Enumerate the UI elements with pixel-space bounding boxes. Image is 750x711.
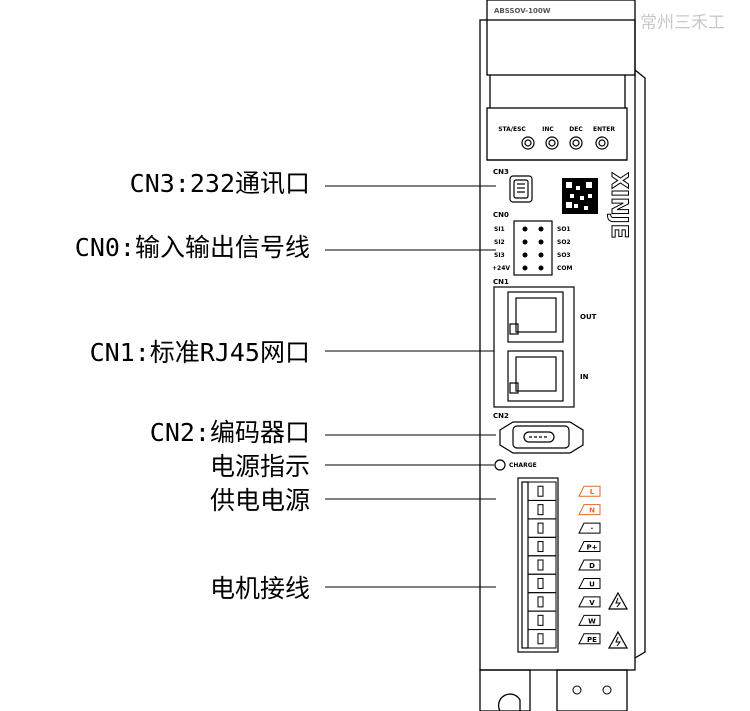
button-label-sta-esc: STA/ESC xyxy=(498,126,526,133)
cn0-pin-com: COM xyxy=(557,265,573,272)
cn0-pin-so2: SO2 xyxy=(557,239,571,246)
cn0-pin-si2: SI2 xyxy=(494,239,505,246)
button-label-dec: DEC xyxy=(569,126,583,133)
terminal-label: N xyxy=(589,507,595,515)
drive-body xyxy=(479,0,646,711)
terminal-cell xyxy=(527,610,557,631)
side-rail xyxy=(634,69,646,659)
terminal-label: P+ xyxy=(587,544,598,552)
label-cn2: CN2:编码器口 xyxy=(149,418,310,447)
terminal-tag xyxy=(578,596,601,608)
qr-code xyxy=(562,178,598,214)
terminal-cell xyxy=(527,481,557,501)
button-label-enter: ENTER xyxy=(593,126,615,133)
leader-lines xyxy=(325,185,496,588)
terminal-tag xyxy=(578,614,601,626)
terminal-cells xyxy=(527,481,557,649)
label-charge: 电源指示 xyxy=(209,452,310,481)
terminal-cell xyxy=(527,536,557,557)
terminal-screw-slot xyxy=(537,485,544,497)
panel-buttons: STA/ESC INC DEC ENTER xyxy=(498,126,615,150)
terminal-tag xyxy=(578,559,601,571)
terminal-cell xyxy=(527,573,557,594)
cn3-port xyxy=(509,175,533,203)
terminal-screw-slot xyxy=(537,633,544,645)
enter-button[interactable] xyxy=(595,136,609,150)
terminal-label: · xyxy=(591,525,594,533)
cn0-port: SI1 SI2 SI3 +24V SO1 SO2 SO3 COM xyxy=(492,220,573,276)
cn0-pin-si3: SI3 xyxy=(494,252,505,259)
terminal-labels: L N · P+ D U V W PE xyxy=(578,485,601,645)
terminal-cell xyxy=(527,499,557,520)
cn0-pin-si1: SI1 xyxy=(494,226,505,233)
terminal-label: V xyxy=(589,599,595,607)
terminal-cell xyxy=(527,592,557,612)
cn0-pin-so1: SO1 xyxy=(557,226,571,233)
terminal-cell xyxy=(527,518,557,538)
cn0-pin-so3: SO3 xyxy=(557,252,571,259)
watermark: 常州三禾工 xyxy=(640,13,725,33)
label-motor: 电机接线 xyxy=(209,574,310,603)
label-cn1: CN1:标准RJ45网口 xyxy=(89,338,310,367)
cn2-port xyxy=(499,421,584,454)
terminal-screw-slot xyxy=(537,541,544,553)
charge-tag: CHARGE xyxy=(509,462,537,469)
bottom-mount-left xyxy=(479,669,531,711)
terminal-screw-slot xyxy=(537,577,544,589)
cn0-pin-24v: +24V xyxy=(492,265,510,272)
warning-icons xyxy=(607,591,629,649)
cn1-tag: CN1 xyxy=(493,278,509,286)
terminal-screw-slot xyxy=(537,614,544,626)
bottom-mount-right xyxy=(556,669,628,711)
terminal-cell xyxy=(527,555,557,575)
terminal-tag xyxy=(578,633,601,645)
terminal-label: D xyxy=(589,562,595,570)
inc-button[interactable] xyxy=(545,136,559,150)
terminal-screw-slot xyxy=(537,504,544,516)
terminal-tag xyxy=(578,485,601,497)
brand-logo: XINJE xyxy=(606,172,631,239)
terminal-screw-slot xyxy=(537,559,544,571)
terminal-tag xyxy=(578,541,601,553)
terminal-tag xyxy=(578,504,601,516)
hot-surface-warning-icon xyxy=(607,630,629,649)
terminal-screw-slot xyxy=(537,596,544,608)
cn1-port xyxy=(493,286,575,408)
terminal-label: PE xyxy=(587,636,597,644)
dec-button[interactable] xyxy=(569,136,583,150)
cn3-tag: CN3 xyxy=(493,168,509,176)
sta-esc-button[interactable] xyxy=(521,136,535,150)
top-cover xyxy=(486,0,636,76)
cn2-tag: CN2 xyxy=(493,412,509,420)
terminal-tag xyxy=(578,522,601,534)
button-panel xyxy=(486,107,628,161)
terminal-label: L xyxy=(590,488,595,496)
label-cn0: CN0:输入输出信号线 xyxy=(74,233,310,262)
button-label-inc: INC xyxy=(542,126,554,133)
cn1-out-label: OUT xyxy=(580,313,597,321)
label-cn3: CN3:232通讯口 xyxy=(129,169,310,198)
high-voltage-warning-icon xyxy=(607,591,629,610)
charge-led xyxy=(494,459,506,471)
label-power: 供电电源 xyxy=(209,486,310,515)
model-text: ABSSOV-100W xyxy=(494,7,551,15)
terminal-tag xyxy=(578,577,601,589)
terminal-cell xyxy=(527,629,557,649)
terminal-label: U xyxy=(589,580,595,588)
cn1-in-label: IN xyxy=(580,373,589,381)
cn0-tag: CN0 xyxy=(493,211,509,219)
terminal-label: W xyxy=(588,617,596,625)
terminal-screw-slot xyxy=(537,522,544,534)
